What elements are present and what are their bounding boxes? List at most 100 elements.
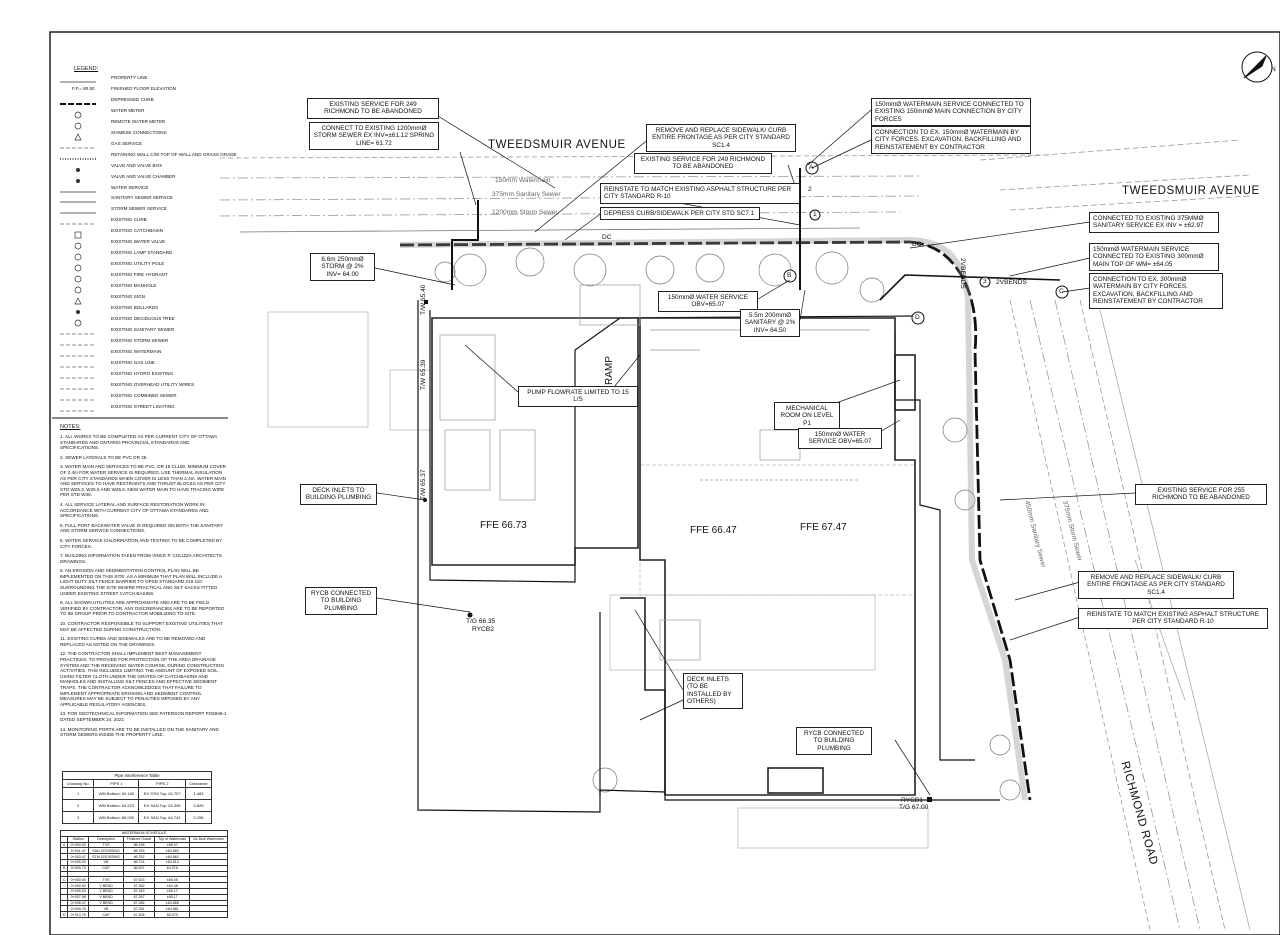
note-item: 11. EXISTING CURBS AND SIDEWALKS ARE TO … — [60, 636, 206, 647]
callout-watermain-300: 150mmØ WATERMAIN SERVICE CONNECTED TO EX… — [1089, 243, 1219, 272]
table-cell: 66.783 — [122, 847, 156, 855]
legend-symbol-icon — [58, 184, 98, 194]
table-cell: 67.281 — [122, 905, 156, 913]
legend-symbol-icon — [58, 348, 98, 358]
table-cell: 64.576 — [154, 864, 191, 872]
legend-item: EXISTING STREET LIGHTING — [58, 403, 228, 413]
table-cell — [189, 911, 228, 918]
legend-item-label: EXISTING FIRE HYDRANT — [111, 272, 168, 278]
legend-item-label: EXISTING WATERMAIN — [111, 348, 162, 354]
legend-item-label: SIAMESE CONNECTIONS — [111, 129, 167, 135]
table-cell: 0+000.00 — [67, 841, 90, 849]
table-cell: 0+005.00 — [67, 859, 90, 866]
proposed-services — [451, 168, 1061, 301]
callout-connect-1200-storm: CONNECT TO EXISTING 1200mmØ STORM SEWER … — [309, 122, 439, 151]
legend-item: EXISTING WATERMAIN — [58, 348, 228, 358]
legend-item-label: WATER SERVICE — [111, 184, 149, 190]
legend-symbol-icon — [58, 173, 98, 183]
legend-item: EXISTING LAMP STANDARD — [58, 249, 228, 261]
callout-remove-replace-east: REMOVE AND REPLACE SIDEWALK/ CURB ENTIRE… — [1078, 571, 1234, 600]
callout-existing-service-249-2: EXISTING SERVICE FOR 249 RICHMOND TO BE … — [634, 153, 772, 174]
table-cell: 3 — [61, 811, 95, 824]
marker-a-label: A — [809, 164, 814, 171]
legend-item: EXISTING UTILITY POLE — [58, 260, 228, 272]
table-header: PIPE 2 — [138, 779, 187, 788]
legend-item-label: SANITARY SEWER SERVICE — [111, 195, 173, 201]
ramp-label: RAMP — [604, 356, 615, 385]
legend-item-label: REMOTE WATER METER — [111, 118, 166, 124]
callout-remove-replace-north: REMOVE AND REPLACE SIDEWALK/ CURB ENTIRE… — [646, 124, 796, 153]
legend-symbol-icon — [58, 381, 98, 391]
ffe-east: FFE 67.47 — [800, 522, 847, 533]
callout-connection-ex-150: CONNECTION TO EX. 150mmØ WATERMAIN BY CI… — [871, 126, 1031, 155]
legend-item-label: DEPRESSED CURB — [111, 96, 154, 102]
table-cell — [189, 876, 228, 884]
table-cell: 0.829 — [185, 799, 212, 812]
legend-symbol-icon — [58, 337, 98, 347]
table-cell — [189, 905, 228, 913]
legend-item: VALVE AND VALVE BOX — [58, 162, 228, 172]
table-cell: WM Bottom: 64.223 — [93, 799, 140, 812]
vbends-label-2: 2VBENDS — [996, 279, 1027, 286]
legend-item-label: EXISTING DECIDUOUS TREE — [111, 315, 175, 321]
note-item: 10. CONTRACTOR RESPONSIBLE TO SUPPORT EX… — [60, 621, 223, 632]
legend-item-label: VALVE AND VALVE BOX — [111, 162, 163, 168]
legend-item: REMOTE WATER METER — [58, 118, 228, 130]
legend-item: DEPRESSED CURB — [58, 96, 228, 106]
legend-item: EXISTING OVERHEAD UTILITY WIRES — [58, 381, 228, 391]
marker-c-label: C — [1059, 288, 1064, 295]
rycb2-label: RYCB2 — [472, 626, 494, 633]
legend-item-label: GAS SERVICE — [111, 140, 143, 146]
legend-item: PROPERTY LINE — [58, 74, 228, 84]
table-cell: 0+001.47 — [67, 847, 90, 855]
callout-water-service-150-b: 150mmØ WATER SERVICE OBV=65.07 — [798, 428, 882, 449]
table-cell: 67.287 — [122, 893, 156, 901]
table-cell: ±65.05 — [154, 876, 191, 884]
note-item: 12. THE CONTRACTOR SHALL IMPLEMENT BEST … — [60, 651, 224, 707]
table-header: Clearance — [185, 779, 212, 788]
table-cell: EX STM Top: 62.707 — [138, 787, 187, 800]
table-cell: 67.633 — [122, 876, 156, 884]
markers — [783, 161, 1069, 325]
street-label-north-east: TWEEDSMUIR AVENUE — [1122, 185, 1260, 197]
table-cell: 66.714 — [122, 859, 156, 866]
table-cell — [189, 887, 228, 895]
legend-item-label: PROPERTY LINE — [111, 75, 148, 80]
north-arrow — [1241, 51, 1273, 83]
callout-rycb-connected-south: RYCB CONNECTED TO BUILDING PLUMBING — [796, 727, 872, 756]
table-cell — [67, 870, 90, 878]
callout-mechanical-room: MECHANICAL ROOM ON LEVEL P1 — [774, 402, 840, 431]
legend-item: SIAMESE CONNECTIONS — [58, 129, 228, 141]
marker-2-label: 2 — [808, 186, 812, 193]
table-cell: ±64.48 — [154, 882, 191, 889]
legend-symbol-icon — [58, 216, 98, 226]
note-item: 7. BUILDING INFORMATION TAKEN FROM VINCE… — [60, 553, 222, 564]
table-cell — [59, 870, 69, 878]
legend-item-label: EXISTING HYDRO EXISTING — [111, 370, 174, 376]
legend-symbol-icon — [58, 194, 98, 204]
legend-symbol-icon — [58, 304, 98, 314]
callout-deck-inlets-others: DECK INLETS (TO BE INSTALLED BY OTHERS) — [683, 673, 743, 709]
table-cell — [59, 847, 69, 855]
property-line — [399, 236, 1032, 801]
table-cell — [189, 870, 228, 878]
table-cell: 67.362 — [122, 882, 156, 889]
table-cell — [189, 899, 228, 907]
table-cell: 0.258 — [185, 811, 212, 824]
legend-item: GAS SERVICE — [58, 140, 228, 150]
table-cell: ±64.583 — [154, 847, 191, 855]
legend-item-label: EXISTING STORM SEWER — [111, 337, 169, 343]
legend-item: EXISTING CATCHBASIN — [58, 227, 228, 239]
table-cell: ±65.17 — [154, 887, 191, 895]
legend-symbol-icon — [58, 370, 98, 380]
table-cell — [59, 893, 69, 901]
legend-symbol-icon — [58, 129, 98, 141]
legend-symbol-icon — [58, 260, 98, 272]
